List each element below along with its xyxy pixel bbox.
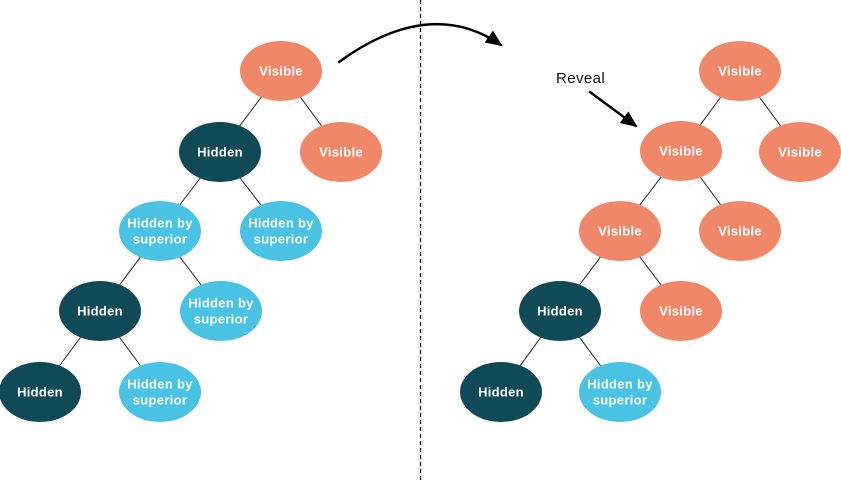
tree-node-hidden_by_superior — [119, 201, 201, 261]
tree-node-visible — [300, 122, 382, 182]
tree-node-visible — [759, 122, 841, 182]
tree-node-label: Visible — [718, 224, 762, 239]
tree-node-hidden_by_superior — [119, 362, 201, 422]
tree-node-label: Visible — [598, 224, 642, 239]
tree-node-label: Visible — [659, 144, 703, 159]
tree-node-hidden — [460, 362, 542, 422]
tree-node-visible — [699, 41, 781, 101]
tree-node-label: Hidden — [17, 385, 63, 400]
tree-node-hidden — [0, 362, 81, 422]
tree-node-hidden — [59, 281, 141, 341]
tree-node-label: Hidden — [537, 304, 583, 319]
tree-node-label: Hidden — [197, 145, 243, 160]
tree-node-label: Visible — [718, 64, 762, 79]
tree-node-hidden_by_superior — [579, 362, 661, 422]
tree-node-hidden — [519, 281, 601, 341]
reveal-label: Reveal — [556, 70, 606, 87]
tree-node-hidden_by_superior — [180, 281, 262, 341]
tree-node-visible — [640, 281, 722, 341]
tree-node-hidden_by_superior — [240, 201, 322, 261]
tree-node-visible — [579, 201, 661, 261]
reveal-arrow — [588, 90, 638, 128]
tree-node-label: Visible — [659, 304, 703, 319]
tree-node-label: Visible — [778, 145, 822, 160]
tree-node-label: Hidden — [478, 385, 524, 400]
tree-node-label: Visible — [319, 145, 363, 160]
tree-node-visible — [699, 201, 781, 261]
tree-node-visible — [640, 121, 722, 181]
tree-node-visible — [240, 41, 322, 101]
tree-node-hidden — [179, 122, 261, 182]
tree-node-label: Hidden — [77, 304, 123, 319]
transform-arrow — [337, 22, 503, 64]
tree-node-label: Visible — [259, 64, 303, 79]
